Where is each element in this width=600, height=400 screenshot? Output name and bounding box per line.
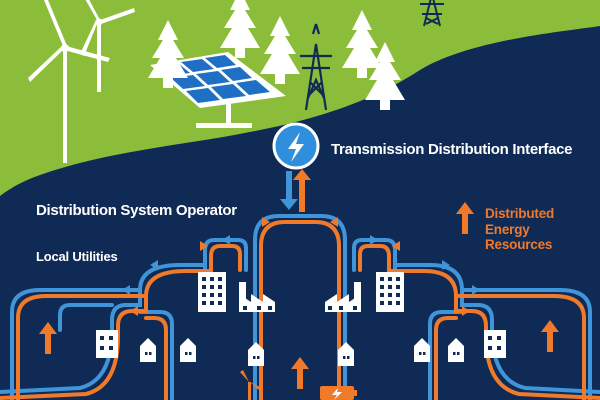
der-label-line-1: Distributed <box>485 206 555 221</box>
office-building-icon <box>376 272 404 312</box>
house-icon <box>180 338 196 362</box>
wind-turbine-icon <box>80 0 135 92</box>
green-landscape <box>0 0 600 196</box>
der-label-line-2: Energy <box>485 221 530 237</box>
battery-icon <box>320 386 357 400</box>
transmission-tower-icon <box>300 23 332 111</box>
distribution-flow-lines <box>0 214 600 400</box>
wind-turbine-icon <box>240 370 262 400</box>
office-building-icon <box>96 330 118 358</box>
interface-arrows <box>280 169 311 212</box>
der-label-line-3: Resources <box>485 237 553 253</box>
office-building-icon <box>484 330 506 358</box>
office-building-icon <box>198 272 226 312</box>
house-icon <box>140 338 156 362</box>
up-arrow-icon <box>456 202 474 234</box>
interface-label: Transmission Distribution Interface <box>331 141 573 158</box>
up-arrow-icon <box>39 322 57 354</box>
transmission-tower-icon <box>420 0 444 27</box>
lightning-bolt-icon <box>272 122 320 170</box>
house-icon <box>414 338 430 362</box>
utilities-label: Local Utilities <box>36 249 118 264</box>
up-arrow-icon <box>291 357 309 389</box>
der-label: Distributed Energy Resources <box>485 206 554 253</box>
up-arrow-icon <box>541 320 559 352</box>
house-icon <box>448 338 464 362</box>
dso-label: Distribution System Operator <box>36 202 237 219</box>
